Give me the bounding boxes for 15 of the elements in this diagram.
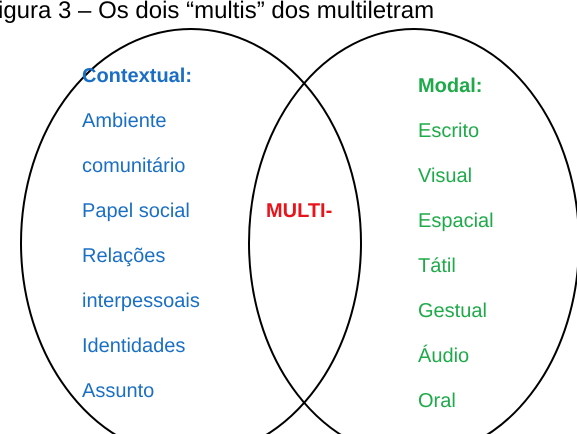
category-item: Escrito [418, 119, 480, 144]
category-heading: Modal: [418, 74, 482, 99]
overlap-label: MULTI- [266, 200, 332, 223]
category-item: Assunto [82, 379, 154, 404]
category-item: Oral [418, 389, 456, 414]
category-item: Ambiente comunitário [82, 109, 186, 179]
category-item: Gestual [418, 299, 487, 324]
category-item: Visual [418, 164, 472, 189]
category-item: Relações interpessoais [82, 244, 201, 314]
category-item: Espacial [418, 209, 494, 234]
category-item: Identidades [82, 334, 186, 359]
category-item: Papel social [82, 199, 190, 224]
category-item: Áudio [418, 344, 470, 369]
category-item: Tátil [418, 254, 456, 279]
category-heading: Contextual: [82, 64, 192, 89]
